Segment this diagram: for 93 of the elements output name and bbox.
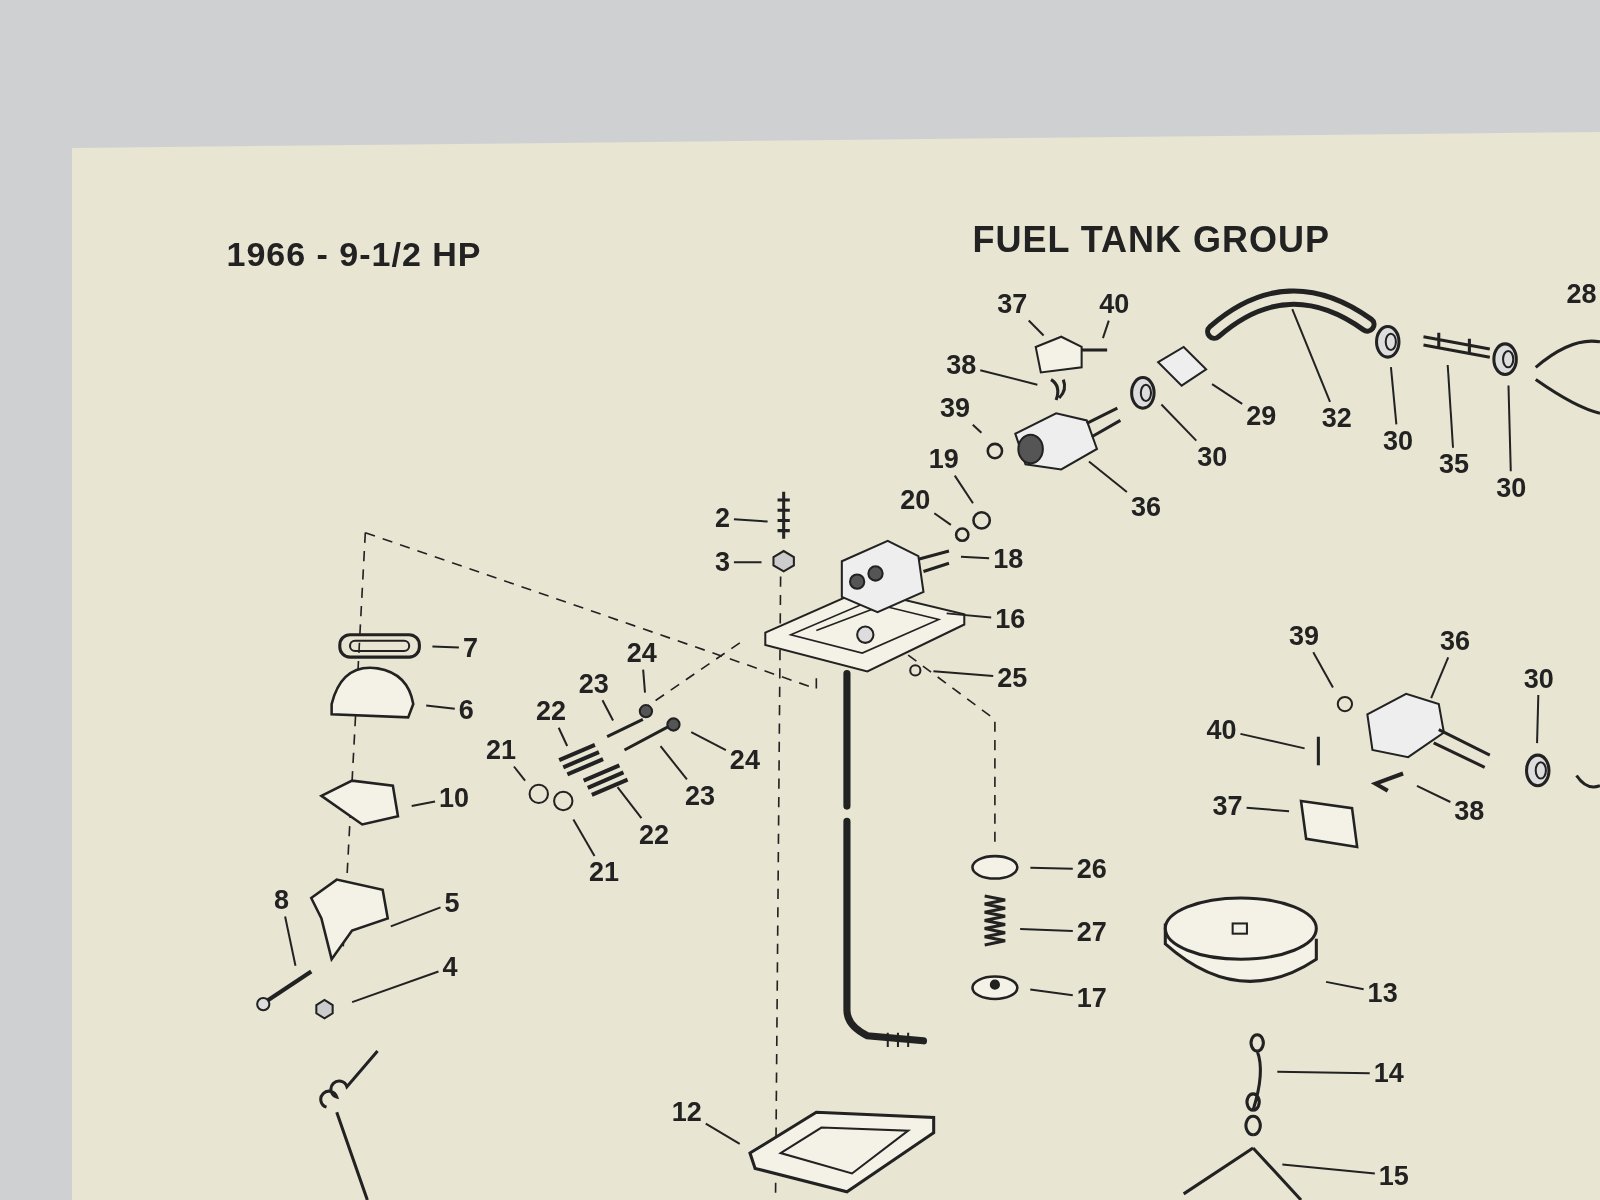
leader-line bbox=[351, 970, 440, 1004]
leader-line bbox=[1536, 694, 1540, 745]
callout-number: 39 bbox=[939, 394, 972, 422]
leader-line bbox=[431, 645, 460, 649]
callout-number: 17 bbox=[1075, 984, 1108, 1012]
leader-line bbox=[389, 906, 442, 928]
leader-line bbox=[953, 474, 974, 505]
callout-number: 25 bbox=[996, 664, 1029, 692]
leader-line bbox=[1101, 319, 1110, 340]
leader-line bbox=[1027, 319, 1045, 337]
callout-number: 36 bbox=[1439, 627, 1472, 655]
callout-number: 38 bbox=[1453, 797, 1486, 825]
leader-line bbox=[410, 800, 437, 807]
callout-number: 37 bbox=[1211, 792, 1244, 820]
leader-line bbox=[1325, 980, 1365, 991]
leader-line bbox=[557, 726, 569, 747]
leader-line bbox=[425, 704, 456, 710]
leader-line bbox=[572, 818, 596, 857]
leader-line bbox=[1087, 460, 1128, 493]
leader-line bbox=[512, 765, 527, 782]
leader-line bbox=[1281, 1163, 1376, 1175]
callout-number: 36 bbox=[1129, 493, 1162, 521]
leader-line bbox=[1029, 866, 1074, 870]
leader-line bbox=[659, 745, 688, 781]
leader-line bbox=[1430, 656, 1450, 700]
callout-number: 5 bbox=[443, 889, 461, 917]
leader-line bbox=[732, 518, 769, 523]
callout-number: 38 bbox=[945, 351, 978, 379]
leader-line bbox=[642, 668, 646, 694]
leader-line bbox=[732, 561, 763, 564]
callout-number: 23 bbox=[684, 782, 716, 810]
leader-line bbox=[1019, 928, 1074, 932]
callout-number: 30 bbox=[1381, 427, 1414, 455]
model-heading: 1966 - 9-1/2 HP bbox=[226, 236, 482, 271]
leader-line bbox=[1415, 784, 1452, 803]
callout-number: 4 bbox=[441, 953, 459, 981]
callout-number: 24 bbox=[728, 746, 761, 774]
callout-number: 2 bbox=[713, 504, 731, 532]
leader-line bbox=[1239, 732, 1306, 750]
leader-line bbox=[1507, 384, 1512, 473]
callout-number: 27 bbox=[1075, 918, 1108, 946]
leader-line bbox=[690, 731, 727, 752]
callout-number: 30 bbox=[1495, 474, 1528, 502]
callout-number: 35 bbox=[1438, 450, 1471, 478]
leader-line bbox=[932, 670, 995, 678]
callout-number: 32 bbox=[1320, 404, 1353, 432]
leader-line bbox=[1312, 651, 1334, 689]
leader-line bbox=[616, 786, 643, 820]
callout-number: 14 bbox=[1372, 1059, 1405, 1087]
callout-number: 13 bbox=[1366, 979, 1399, 1007]
leader-line bbox=[1160, 403, 1198, 442]
leader-line bbox=[1389, 366, 1398, 426]
callout-number: 19 bbox=[927, 445, 960, 473]
leader-line bbox=[1245, 806, 1291, 813]
leader-line bbox=[1291, 308, 1331, 403]
leader-line bbox=[959, 555, 991, 560]
callout-number: 30 bbox=[1196, 443, 1229, 471]
leader-line bbox=[979, 369, 1039, 386]
callout-number: 23 bbox=[577, 670, 610, 698]
title: FUEL TANK GROUP bbox=[972, 222, 1331, 259]
callout-number: 7 bbox=[461, 634, 479, 662]
leader-line bbox=[1276, 1070, 1371, 1075]
leader-line bbox=[601, 699, 615, 722]
callout-number: 21 bbox=[588, 858, 621, 886]
leader-line bbox=[933, 512, 952, 526]
callout-number: 20 bbox=[899, 486, 932, 514]
callout-number: 37 bbox=[996, 290, 1029, 318]
callout-number: 40 bbox=[1205, 716, 1238, 744]
callout-number: 15 bbox=[1377, 1162, 1410, 1189]
callout-number: 24 bbox=[625, 639, 658, 667]
callout-number: 6 bbox=[457, 696, 475, 724]
leader-line bbox=[1211, 383, 1244, 405]
callout-number: 12 bbox=[670, 1098, 703, 1126]
callout-number: 8 bbox=[273, 886, 291, 914]
callout-number: 30 bbox=[1522, 665, 1555, 693]
callout-number: 28 bbox=[1565, 280, 1598, 308]
leader-line bbox=[1029, 988, 1074, 997]
callout-number: 40 bbox=[1098, 290, 1131, 318]
callout-number: 39 bbox=[1288, 622, 1321, 650]
callout-number: 16 bbox=[994, 605, 1027, 633]
callout-number: 21 bbox=[485, 736, 518, 764]
leader-line bbox=[704, 1122, 741, 1145]
leader-line bbox=[1446, 364, 1454, 449]
leader-line bbox=[971, 423, 983, 434]
callout-number: 18 bbox=[992, 545, 1025, 573]
callout-number: 29 bbox=[1245, 402, 1278, 430]
leader-line bbox=[945, 612, 993, 619]
callout-number: 26 bbox=[1075, 855, 1108, 883]
callout-number: 10 bbox=[438, 784, 471, 812]
callout-number: 22 bbox=[535, 697, 568, 725]
callout-number: 3 bbox=[713, 548, 731, 576]
callout-number: 22 bbox=[638, 821, 671, 849]
leader-line bbox=[284, 915, 297, 967]
